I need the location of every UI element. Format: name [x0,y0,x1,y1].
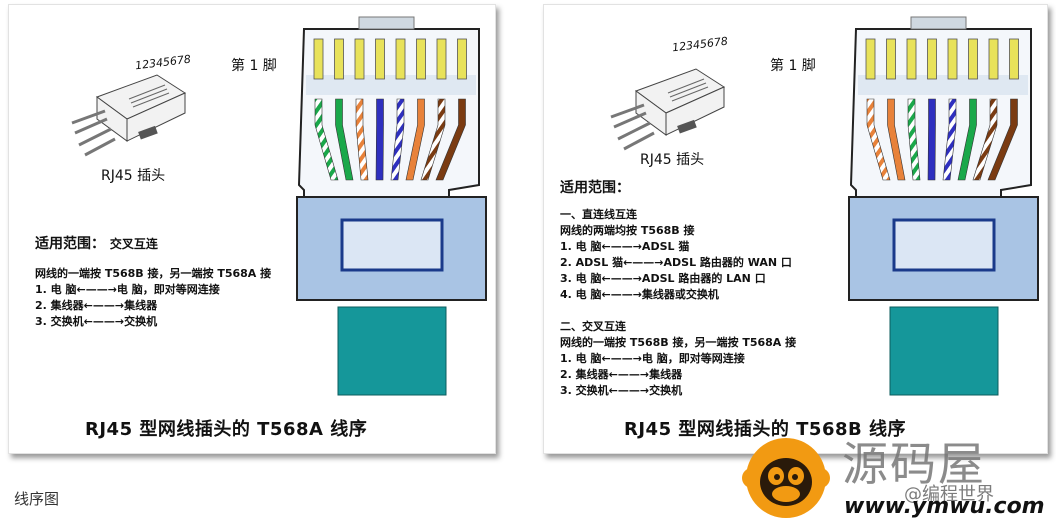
pin-4 [375,38,385,80]
pin1-label: 第 1 脚 [770,58,816,74]
scope-line: 1. 电 脑←——→电 脑，即对等网连接 [560,352,745,365]
pin-5 [947,38,958,80]
wire-7 [420,98,446,181]
plug-label: RJ45 插头 [640,152,705,168]
wire-4 [927,98,936,181]
scope-line: 3. 交换机←——→交换机 [35,315,158,328]
cable [337,306,447,396]
wire-1 [866,98,891,181]
scope-line: 网线的一端按 T568B 接，另一端按 T568A 接 [35,267,272,280]
diagram-caption: RJ45 型网线插头的 T568A 线序 [85,419,368,440]
scope-title: 适用范围： 交叉互连 [35,236,158,252]
contact-band [858,75,1028,95]
figure-caption: 线序图 [14,490,60,508]
scope-line: 2. ADSL 猫←——→ADSL 路由器的 WAN 口 [560,256,792,269]
rj45-plug-icon [71,74,187,157]
section-title: 一、直连线互连 [560,208,637,221]
scope-type: 交叉互连 [109,237,158,251]
monkey-logo-icon [742,438,830,518]
pin-8 [457,38,467,80]
pin-6 [416,38,426,80]
scope-line: 2. 集线器←——→集线器 [560,368,683,381]
diagram-caption: RJ45 型网线插头的 T568B 线序 [624,419,906,440]
pin-1 [865,38,876,80]
t568a-panel: 12345678 RJ45 插头 第 1 脚 适用范围： 交叉互连 网线的一端按… [8,4,496,454]
wire-5 [390,98,405,181]
wire-3 [907,98,921,181]
watermark: 源码屋 @编程世界 www.ymwu.com [738,428,1048,520]
scope-line: 3. 交换机←——→交换机 [560,384,683,397]
watermark-overlay: @编程世界 [904,484,994,505]
wire-8 [435,98,466,181]
pin-1 [313,38,324,80]
cable [889,306,999,396]
scope-line: 1. 电 脑←——→ADSL 猫 [560,240,690,253]
watermark-brand: 源码屋 [842,437,986,491]
pin-2 [334,38,344,80]
pin1-label: 第 1 脚 [231,58,277,74]
pin-7 [988,38,999,80]
plug-label: RJ45 插头 [101,168,166,184]
scope-line: 网线的两端均按 T568B 接 [560,224,695,237]
pin-8 [1009,38,1019,80]
pin-3 [354,38,365,80]
pin-6 [968,38,978,80]
wire-4 [375,98,384,181]
wire-6 [957,98,977,181]
wire-2 [887,98,906,181]
scope-title: 适用范围： [560,180,630,196]
connector-body [297,28,480,198]
connector-window [340,218,444,272]
wire-3 [355,98,369,181]
connector-body [849,28,1032,198]
pin-4 [927,38,937,80]
t568a-connector-diagram [296,16,487,396]
section-title: 二、交叉互连 [560,320,626,333]
wire-1 [314,98,339,181]
pin-7 [436,38,447,80]
pin-5 [395,38,406,80]
watermark-url: www.ymwu.com [844,494,1045,519]
wire-8 [987,98,1018,181]
wire-5 [942,98,957,181]
t568b-connector-diagram [848,16,1039,396]
wire-6 [405,98,425,181]
scope-line: 4. 电 脑←——→集线器或交换机 [560,288,719,301]
scope-line: 1. 电 脑←——→电 脑，即对等网连接 [35,283,220,296]
connector-tab [910,16,967,30]
wire-7 [972,98,998,181]
wire-2 [335,98,354,181]
pin-3 [906,38,917,80]
scope-line: 3. 电 脑←——→ADSL 路由器的 LAN 口 [560,272,766,285]
connector-window [892,218,996,272]
pin-2 [886,38,896,80]
t568b-panel: 12345678 RJ45 插头 第 1 脚 适用范围： 一、直连线互连 网线的… [543,4,1048,454]
contact-band [306,75,476,95]
scope-line: 2. 集线器←——→集线器 [35,299,158,312]
connector-tab [358,16,415,30]
rj45-plug-icon [610,68,726,151]
scope-line: 网线的一端按 T568B 接，另一端按 T568A 接 [560,336,797,349]
